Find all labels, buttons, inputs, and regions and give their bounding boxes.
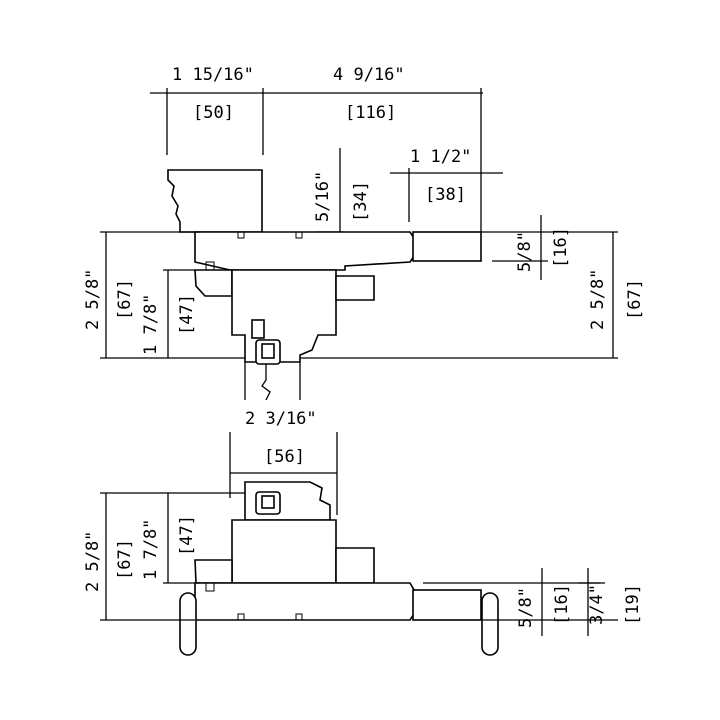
dim-proj-in: 5/16" [313, 171, 333, 222]
lever-blade-bottom [194, 582, 415, 621]
dim-height-inner-mm: [47] [177, 294, 197, 335]
bottom-view: 2 5/8" [67] 1 7/8" [47] 5/8" [16] 3/4" [… [83, 481, 643, 656]
dim-lever-bot-in: 5/8" [516, 587, 536, 628]
chassis-bottom [231, 519, 337, 584]
dim-rose-mm: [38] [425, 185, 466, 205]
dim-rose-in: 1 1/2" [410, 147, 471, 167]
dim-height-right-in: 2 5/8" [588, 269, 608, 330]
dim-width-2-mm: [116] [345, 103, 396, 123]
top-view: 1 15/16" [50] 4 9/16" [116] 1 1/2" [38] … [83, 65, 645, 401]
dim2-height-left-in: 2 5/8" [83, 531, 103, 592]
rose-bottom [412, 589, 482, 621]
dim-height-right-mm: [67] [625, 279, 645, 320]
dim-lever-top-in: 5/8" [515, 231, 535, 272]
dim-rose-bot-mm: [19] [623, 584, 643, 625]
lever-blade-top [194, 231, 415, 271]
dim-height-inner-in: 1 7/8" [141, 294, 161, 355]
dim-lever-bot-mm: [16] [552, 584, 572, 625]
dim2-height-inner-in: 1 7/8" [141, 519, 161, 580]
lever-end-left [179, 592, 197, 656]
dim-backset-mm: [56] [264, 447, 305, 467]
backset-dimension: 2 3/16" [56] [229, 409, 338, 515]
dim-rose-bot-in: 3/4" [587, 584, 607, 625]
dim-lever-top-mm: [16] [551, 227, 571, 268]
dim-proj-mm: [34] [351, 181, 371, 222]
dim2-height-left-mm: [67] [115, 539, 135, 580]
chassis-top [231, 269, 337, 363]
lever-end-right [481, 592, 499, 656]
dim-height-left-in: 2 5/8" [83, 269, 103, 330]
dim-width-1-mm: [50] [193, 103, 234, 123]
dim-backset-in: 2 3/16" [245, 409, 317, 429]
dim-width-2-in: 4 9/16" [333, 65, 405, 85]
dim-width-1-in: 1 15/16" [172, 65, 254, 85]
dim-height-left-mm: [67] [115, 279, 135, 320]
rose-top [412, 231, 482, 262]
dim2-height-inner-mm: [47] [177, 515, 197, 556]
lever-handle-top [167, 169, 263, 233]
